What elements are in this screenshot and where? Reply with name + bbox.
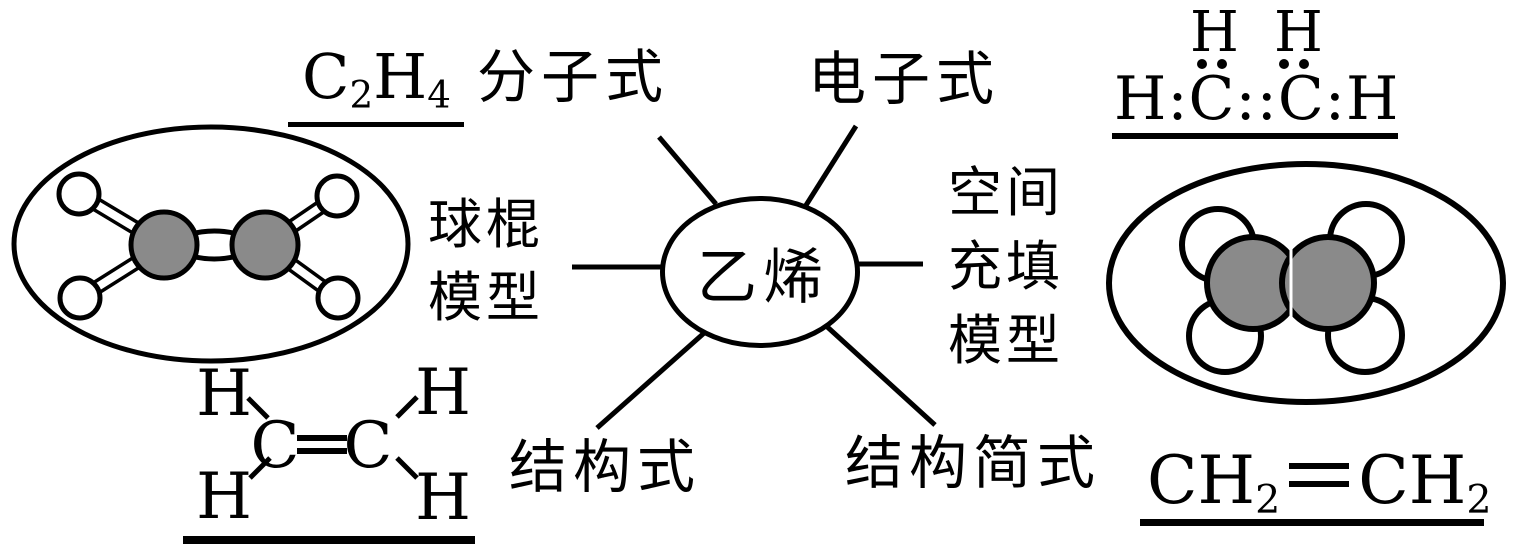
space-filling-label-line2: 充填 [948,235,1064,298]
electronic-formula-value: H H H:C::C:H [1100,0,1410,152]
ball-stick-label-line2: 模型 [428,266,544,329]
center-node: 乙烯 [660,196,860,348]
ef-bond-row: H:C::C:H [1114,64,1400,134]
space-filling-model-figure [1106,161,1506,405]
mf-c-sub: 2 [349,72,374,117]
ef-h-top-right: H [1274,0,1323,65]
sf-h-bottom-left: H [196,460,252,534]
sf-h-top-right: H [415,356,471,430]
ball-stick-model-label: 球棍 模型 [428,188,544,334]
cf-group-right: CH [1358,442,1467,519]
space-filling-label-line1: 空间 [948,161,1064,224]
carbon-ball-right [229,209,301,281]
connector-structural-formula [595,324,714,430]
space-filling-model-label: 空间 充填 模型 [948,156,1064,378]
hydrogen-ball-bottom-left [57,275,103,321]
ball-stick-model-figure [11,124,411,364]
connector-electronic-formula [800,124,859,212]
ef-lone-pair-dots-right [1279,59,1309,69]
ef-lone-pair-dots-left [1197,59,1227,69]
cf-sub-right: 2 [1466,476,1492,523]
molecular-formula-underline [288,122,464,127]
cf-double-bond [1289,463,1350,487]
electronic-formula-label: 电子式 [808,45,1001,113]
condensed-formula-underline [1140,519,1484,526]
sf-ch-bonds [246,395,419,480]
sf-h-top-left: H [196,357,252,431]
mf-h: H [373,40,428,113]
connector-molecular-formula [657,135,718,206]
space-filling-label-line3: 模型 [948,309,1064,372]
hydrogen-ball-top-left [56,171,102,217]
ball-stick-label-line1: 球棍 [428,193,544,256]
hydrogen-ball-top-right [314,173,360,219]
structural-formula-label: 结构式 [509,433,702,501]
mf-h-sub: 4 [427,72,451,117]
cf-group-left: CH [1147,442,1256,519]
hydrogen-ball-bottom-right [315,275,361,321]
mf-c: C [302,40,350,113]
electronic-formula-underline [1112,133,1398,139]
carbon-ball-left [128,209,200,281]
molecular-formula-label: 分子式 [477,43,670,111]
molecular-formula-value: C2H4 [302,40,451,116]
ef-h-top-left: H [1190,0,1239,65]
center-node-label: 乙烯 [697,242,829,313]
sf-c-right: C [344,409,393,483]
sf-h-bottom-right: H [415,461,471,535]
carbon-sphere-right [1279,234,1377,332]
sf-double-bond [297,435,347,454]
condensed-formula-label: 结构简式 [845,429,1102,497]
connector-condensed-formula [810,311,937,427]
cf-sub-left: 2 [1255,476,1281,523]
structural-formula-figure: H H C C H H [183,356,475,544]
